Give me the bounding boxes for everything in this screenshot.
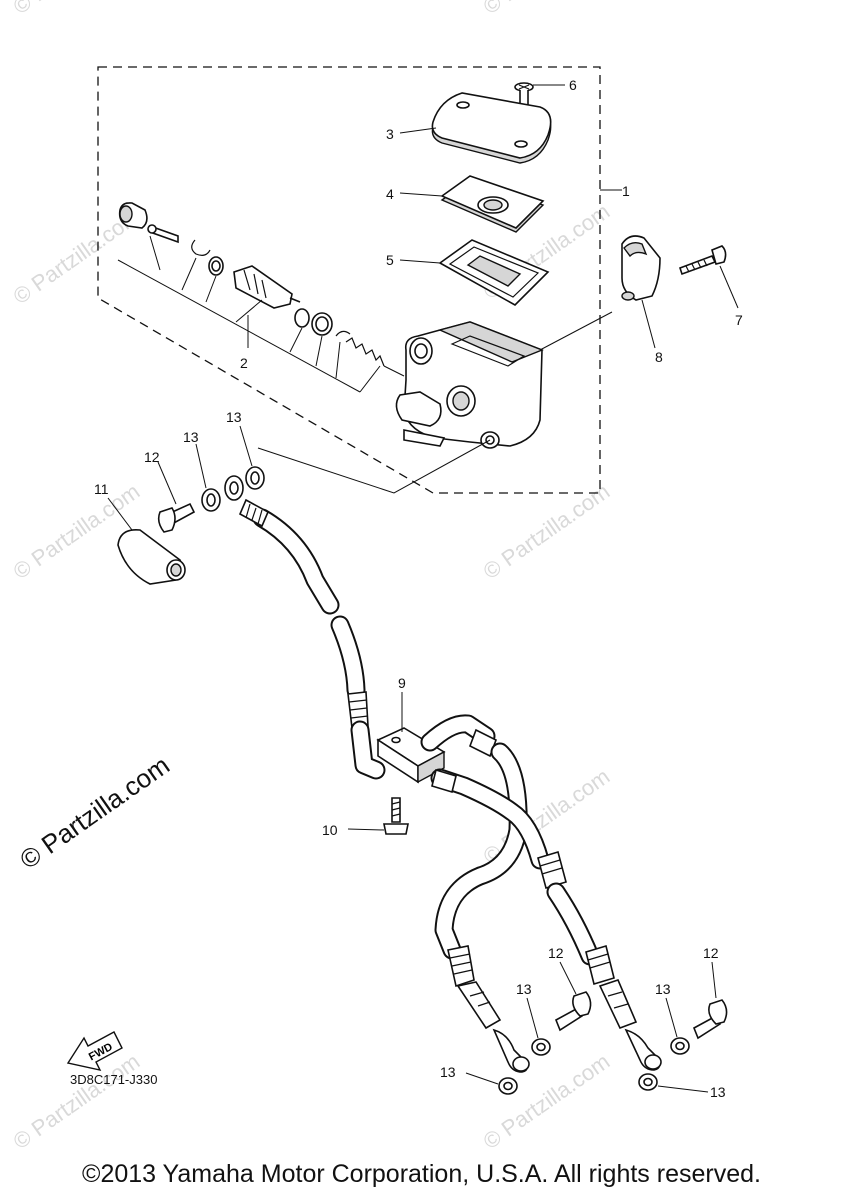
- part-holder-8: [621, 235, 661, 349]
- callout-13: 13: [226, 409, 242, 425]
- callout-6: 6: [569, 77, 577, 93]
- watermark-text: © Partzilla.com: [479, 1049, 615, 1155]
- part-master-cylinder-body: [395, 311, 613, 449]
- callout-labels: 1 2 3 4 5 6 7 8 9 10 11 12 13 13 13 12 1…: [94, 77, 743, 1100]
- part-piston-kit-2: [117, 202, 405, 393]
- callout-7: 7: [735, 312, 743, 328]
- callout-12: 12: [144, 449, 160, 465]
- callout-12: 12: [548, 945, 564, 961]
- callout-13: 13: [710, 1084, 726, 1100]
- part-washer-13-c: [526, 997, 551, 1056]
- callout-9: 9: [398, 675, 406, 691]
- part-banjo-bolt-12-c: [692, 961, 728, 1040]
- callout-8: 8: [655, 349, 663, 365]
- part-washer-13-a: [239, 425, 265, 490]
- watermark-text: © Partzilla.com: [479, 479, 615, 585]
- part-banjo-bolt-12-a: [157, 461, 196, 533]
- master-cylinder-assembly-boundary: [97, 66, 601, 494]
- hose-lower-right: [430, 768, 662, 1071]
- hose-middle: [330, 615, 386, 780]
- callout-4: 4: [386, 186, 394, 202]
- diagram-code: 3D8C171-J330: [70, 1072, 158, 1087]
- copyright-notice: ©2013 Yamaha Motor Corporation, U.S.A. A…: [82, 1160, 761, 1188]
- part-bolt-7: [678, 245, 739, 309]
- watermark-text: © Partzilla.com: [9, 0, 145, 19]
- hose-upper: [224, 439, 491, 615]
- callout-2: 2: [240, 355, 248, 371]
- part-screw-6: [514, 82, 565, 142]
- part-washer-13-f: [638, 1073, 709, 1093]
- hose-lower-left: [420, 714, 530, 1073]
- part-washer-13-e: [665, 997, 690, 1055]
- callout-13: 13: [516, 981, 532, 997]
- callout-1: 1: [622, 183, 630, 199]
- part-diaphragm-5: [399, 239, 550, 306]
- watermark-text: © Partzilla.com: [9, 479, 145, 585]
- part-plate-4: [399, 175, 545, 233]
- callout-13: 13: [655, 981, 671, 997]
- callout-11: 11: [94, 481, 109, 497]
- callout-12: 12: [703, 945, 719, 961]
- part-cap-11: [107, 497, 186, 585]
- callout-13: 13: [440, 1064, 456, 1080]
- part-washer-13-d: [465, 1072, 518, 1095]
- callout-3: 3: [386, 126, 394, 142]
- part-washer-13-b: [195, 443, 221, 512]
- watermark-text-large: © Partzilla.com: [14, 750, 175, 875]
- watermark-text: © Partzilla.com: [479, 0, 615, 19]
- callout-5: 5: [386, 252, 394, 268]
- part-joint-9: [376, 692, 446, 784]
- part-bolt-10: [347, 797, 409, 835]
- callout-10: 10: [322, 822, 338, 838]
- part-cap-3: [399, 92, 552, 164]
- part-banjo-bolt-12-b: [554, 961, 592, 1032]
- callout-13: 13: [183, 429, 199, 445]
